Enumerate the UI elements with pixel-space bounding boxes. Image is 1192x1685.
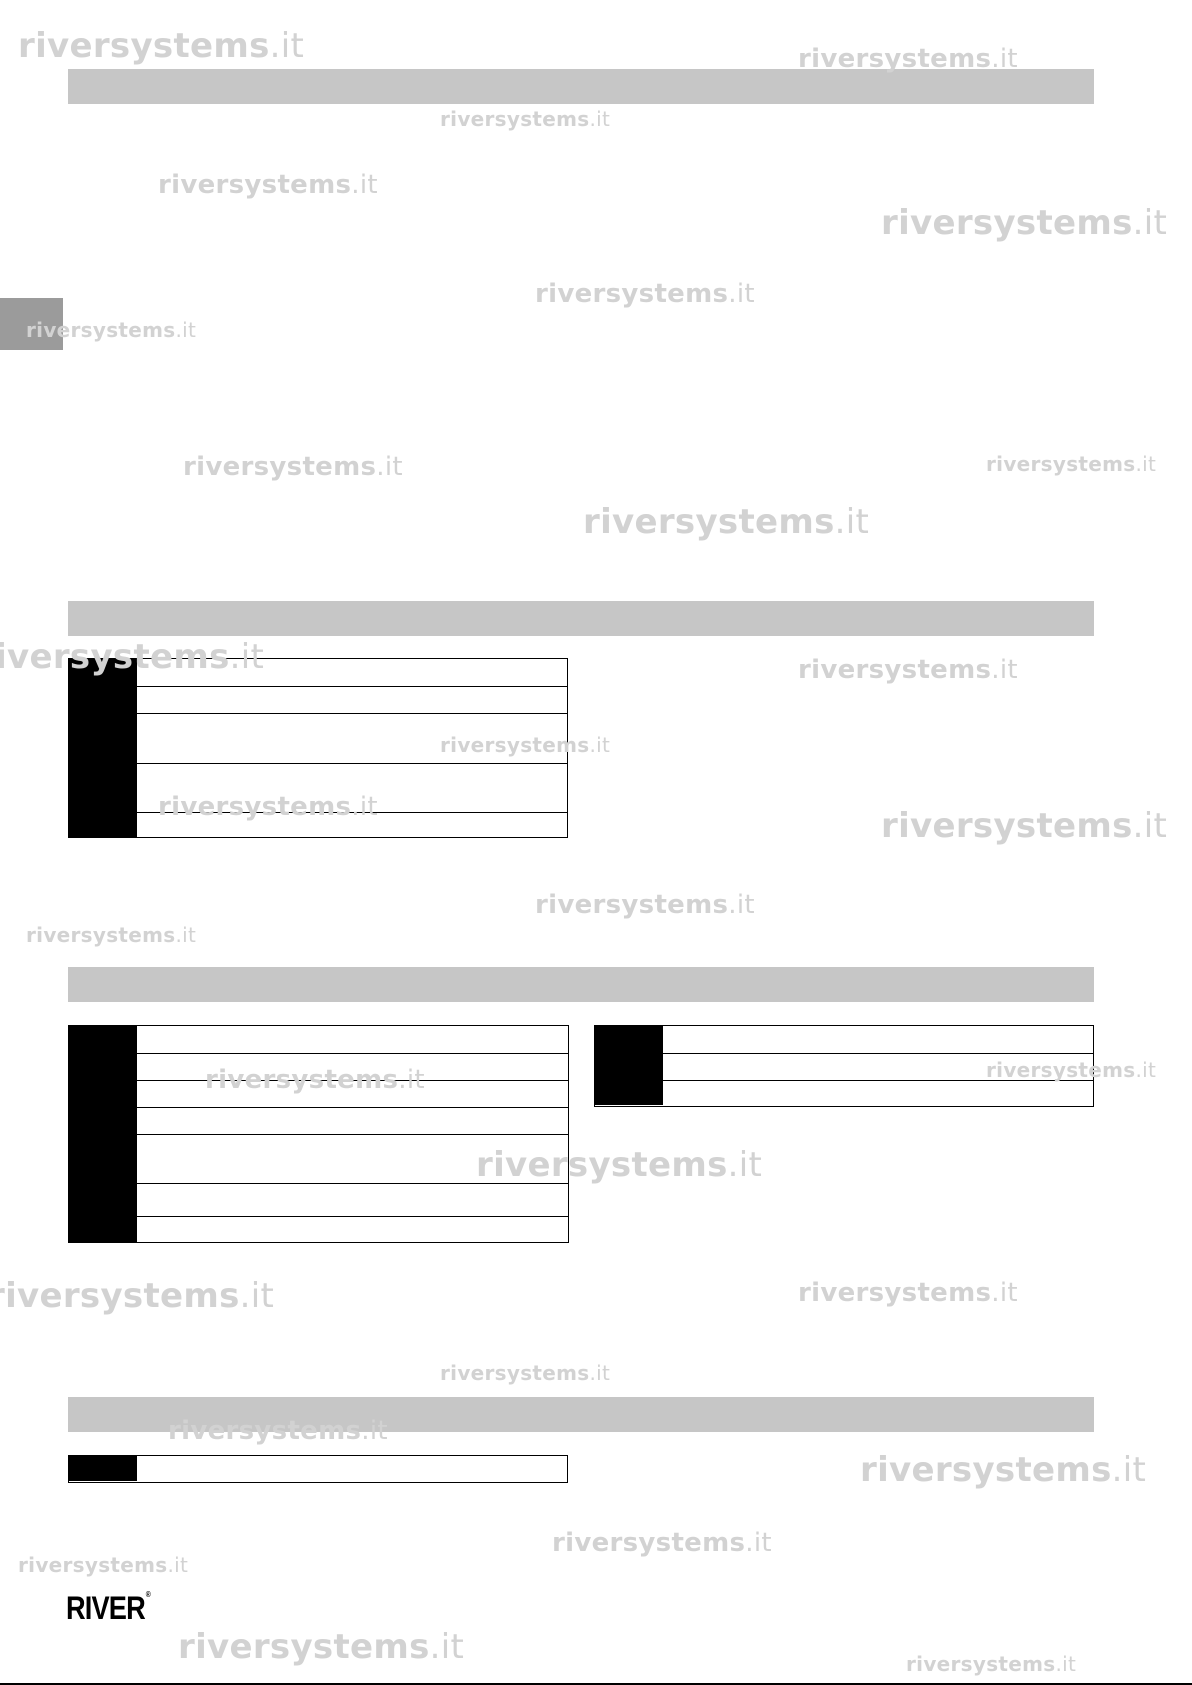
- section-header-bar-1: [68, 69, 1094, 104]
- watermark: riversystems.it: [552, 1528, 772, 1558]
- table-row: [69, 686, 567, 713]
- section-header-bar-2: [68, 601, 1094, 636]
- watermark: riversystems.it: [18, 1553, 189, 1577]
- table-2-left: [68, 1025, 569, 1243]
- watermark: riversystems.it: [535, 890, 755, 920]
- table-row: [69, 763, 567, 812]
- table-row: [69, 1026, 568, 1053]
- table-row: [69, 659, 567, 686]
- table-row: [69, 1134, 568, 1183]
- page-bottom-rule: [0, 1683, 1192, 1685]
- watermark: riversystems.it: [18, 26, 305, 66]
- watermark: riversystems.it: [798, 655, 1018, 685]
- watermark: riversystems.it: [583, 502, 870, 542]
- watermark: riversystems.it: [906, 1652, 1077, 1676]
- watermark: riversystems.it: [860, 1450, 1147, 1490]
- watermark: riversystems.it: [0, 1276, 275, 1316]
- watermark: riversystems.it: [881, 203, 1168, 243]
- watermark: riversystems.it: [26, 923, 197, 947]
- table-row: [69, 1080, 568, 1107]
- table-1: [68, 658, 568, 838]
- watermark: riversystems.it: [158, 170, 378, 200]
- table-3: [68, 1455, 568, 1483]
- table-row: [595, 1026, 1093, 1053]
- watermark: riversystems.it: [183, 452, 403, 482]
- watermark: riversystems.it: [440, 107, 611, 131]
- watermark: riversystems.it: [535, 279, 755, 309]
- watermark: riversystems.it: [798, 1278, 1018, 1308]
- section-header-bar-4: [68, 1397, 1094, 1432]
- table-row-merged: [69, 1183, 568, 1242]
- watermark: riversystems.it: [178, 1627, 465, 1667]
- watermark: riversystems.it: [881, 806, 1168, 846]
- watermark: riversystems.it: [986, 452, 1157, 476]
- table-row: [69, 713, 567, 763]
- section-header-bar-3: [68, 967, 1094, 1002]
- table-row: [69, 1053, 568, 1080]
- table-row: [595, 1053, 1093, 1080]
- watermark: riversystems.it: [440, 1361, 611, 1385]
- chapter-side-tab: [0, 298, 63, 350]
- table-row: [595, 1080, 1093, 1105]
- table-row: [69, 1107, 568, 1134]
- table-row: [69, 1456, 567, 1481]
- table-row: [69, 812, 567, 837]
- river-logo: RIVER®: [66, 1590, 151, 1626]
- table-2-right: [594, 1025, 1094, 1107]
